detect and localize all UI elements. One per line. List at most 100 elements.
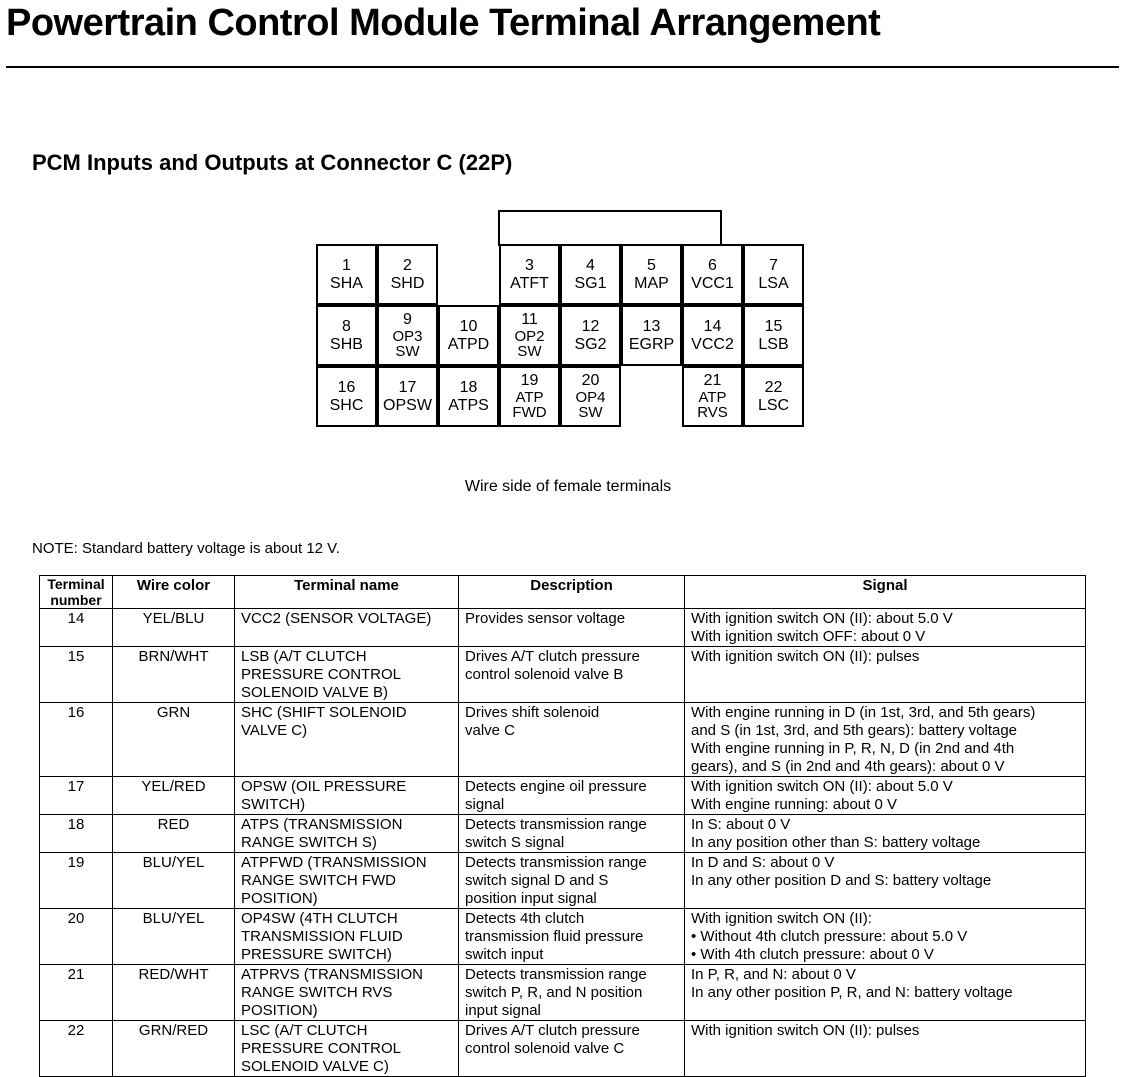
cell-terminal-name-line: OP4SW (4TH CLUTCH — [241, 910, 398, 927]
cell-terminal-name-line: VCC2 (SENSOR VOLTAGE) — [241, 610, 432, 627]
connector-lock-tab — [498, 210, 722, 246]
terminal-label: OP4 SW — [575, 389, 606, 421]
cell-signal-line: With ignition switch ON (II): pulses — [691, 1022, 920, 1039]
cell-signal-line: and S (in 1st, 3rd, and 5th gears): batt… — [691, 722, 1018, 739]
cell-terminal-name-line: PRESSURE CONTROL — [241, 1040, 402, 1057]
terminal-table: Terminal number Wire color Terminal name… — [39, 575, 1086, 1077]
cell-signal-line: In any other position P, R, and N: batte… — [691, 984, 1013, 1001]
cell-terminal-name-line: ATPS (TRANSMISSION — [241, 816, 403, 833]
terminal-label: OP2 SW — [514, 328, 545, 360]
terminal-number: 3 — [525, 256, 534, 274]
cell-description-line: Detects 4th clutch — [465, 910, 585, 927]
cell-signal-line: With engine running in P, R, N, D (in 2n… — [691, 740, 1015, 757]
cell-wire-color: BLU/YEL — [112, 852, 235, 909]
cell-description-line: control solenoid valve B — [465, 666, 624, 683]
cell-wire-color: GRN/RED — [112, 1020, 235, 1077]
header-signal: Signal — [684, 575, 1086, 609]
cell-terminal-number: 18 — [39, 814, 113, 853]
cell-description-line: Detects transmission range — [465, 816, 647, 833]
terminal-label: ATPS — [448, 396, 489, 414]
header-wire-color: Wire color — [112, 575, 235, 609]
cell-signal: With ignition switch ON (II): about 5.0 … — [684, 608, 1086, 647]
cell-signal: With ignition switch ON (II):• Without 4… — [684, 908, 1086, 965]
terminal-label: ATP FWD — [512, 389, 547, 421]
terminal-number: 19 — [520, 372, 539, 390]
cell-terminal-name-line: SHC (SHIFT SOLENOID — [241, 704, 407, 721]
cell-terminal-name-line: RANGE SWITCH RVS — [241, 984, 393, 1001]
voltage-note: NOTE: Standard battery voltage is about … — [32, 540, 340, 557]
terminal-number: 1 — [342, 256, 351, 274]
cell-terminal-name-line: OPSW (OIL PRESSURE — [241, 778, 407, 795]
terminal-label: MAP — [634, 274, 669, 292]
terminal-label: VCC2 — [691, 335, 734, 353]
terminal-number: 2 — [403, 256, 412, 274]
terminal-label: VCC1 — [691, 274, 734, 292]
cell-signal-line: In any position other than S: battery vo… — [691, 834, 981, 851]
cell-wire-color: RED/WHT — [112, 964, 235, 1021]
cell-description-line: position input signal — [465, 890, 597, 907]
cell-signal-line: In S: about 0 V — [691, 816, 791, 833]
terminal-label: SHD — [390, 274, 425, 292]
terminal-label: OPSW — [383, 396, 432, 414]
cell-description-line: control solenoid valve C — [465, 1040, 625, 1057]
terminal-label: ATFT — [510, 274, 549, 292]
cell-signal-line: With engine running: about 0 V — [691, 796, 897, 813]
cell-wire-color: BLU/YEL — [112, 908, 235, 965]
cell-description: Provides sensor voltage — [458, 608, 685, 647]
terminal-label: SG2 — [574, 335, 607, 353]
cell-signal-line: In P, R, and N: about 0 V — [691, 966, 856, 983]
cell-terminal-number: 20 — [39, 908, 113, 965]
cell-signal: With ignition switch ON (II): pulses — [684, 1020, 1086, 1077]
terminal-number: 18 — [459, 378, 478, 396]
cell-signal-line: With engine running in D (in 1st, 3rd, a… — [691, 704, 1036, 721]
terminal-number: 5 — [647, 256, 656, 274]
terminal-number: 4 — [586, 256, 595, 274]
cell-terminal-number: 15 — [39, 646, 113, 703]
cell-terminal-name-line: SOLENOID VALVE C) — [241, 1058, 389, 1075]
cell-signal-line: With ignition switch ON (II): — [691, 910, 872, 927]
cell-terminal-number: 19 — [39, 852, 113, 909]
cell-signal: With ignition switch ON (II): about 5.0 … — [684, 776, 1086, 815]
cell-terminal-name-line: SWITCH) — [241, 796, 306, 813]
cell-description-line: Detects transmission range — [465, 854, 647, 871]
cell-description-line: switch P, R, and N position — [465, 984, 643, 1001]
cell-description-line: switch S signal — [465, 834, 565, 851]
cell-terminal-number: 21 — [39, 964, 113, 1021]
cell-terminal-name-line: POSITION) — [241, 890, 318, 907]
terminal-label: EGRP — [628, 335, 675, 353]
cell-wire-color: BRN/WHT — [112, 646, 235, 703]
terminal-label: ATPD — [447, 335, 490, 353]
terminal-number: 13 — [642, 317, 661, 335]
page-title: Powertrain Control Module Terminal Arran… — [6, 2, 881, 44]
cell-signal-line: • With 4th clutch pressure: about 0 V — [691, 946, 934, 963]
cell-signal-line: gears), and S (in 2nd and 4th gears): ab… — [691, 758, 1005, 775]
terminal-label: LSC — [757, 396, 790, 414]
